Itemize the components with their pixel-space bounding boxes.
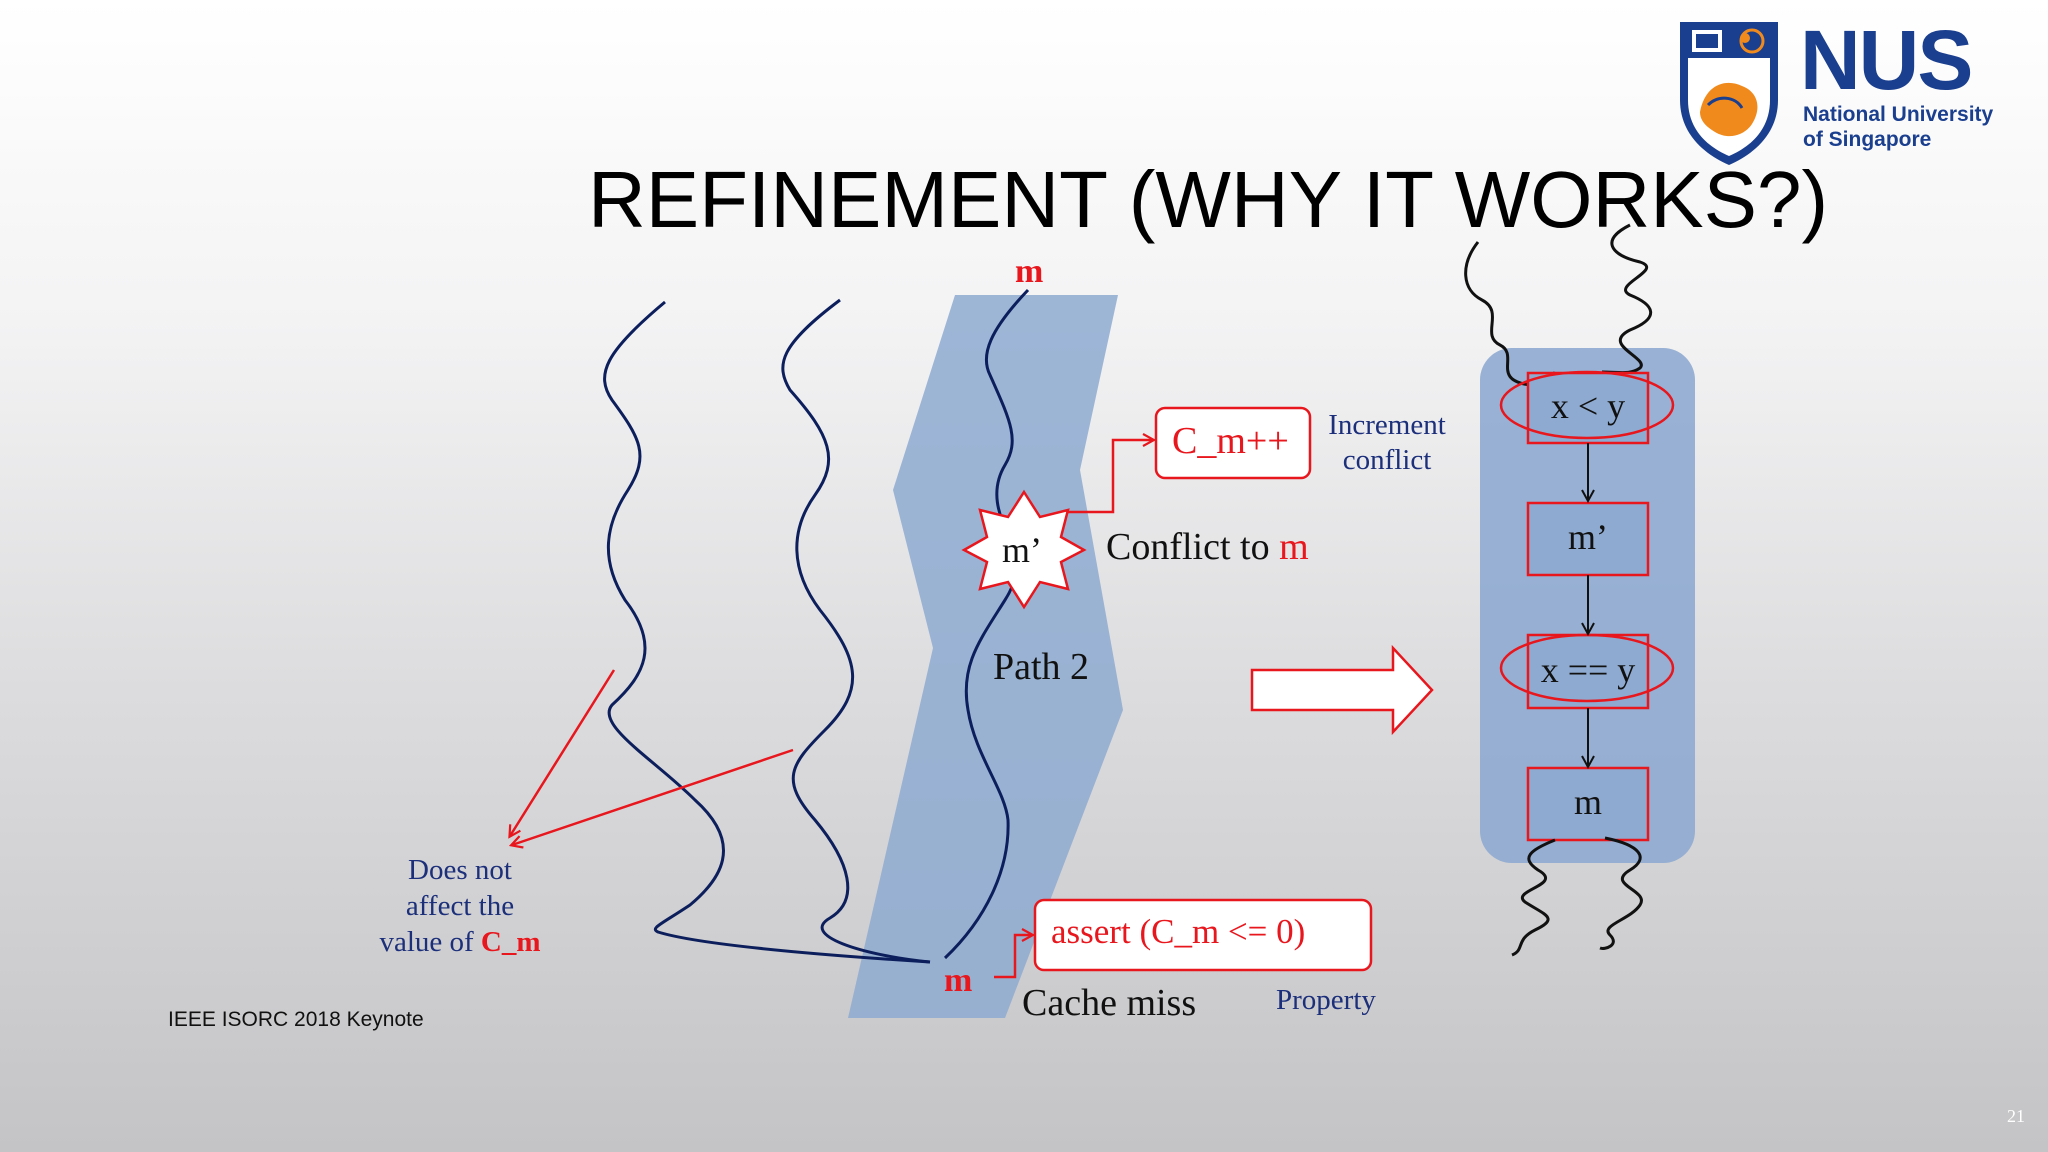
does-not-line-3-prefix: value of (379, 926, 481, 958)
counter-box (1154, 406, 1312, 480)
assert-connector (994, 935, 1032, 979)
does-not-affect-label: Does not affect the value of C_m (350, 852, 570, 960)
incoming-squiggle-2 (1601, 223, 1653, 375)
flow-node-label: m (1573, 782, 1602, 822)
m-top-label: m (1015, 253, 1044, 290)
nus-crest-icon (1680, 22, 1778, 165)
cache-miss-label: Cache miss (1022, 982, 1197, 1024)
assert-box-label: assert (C_m <= 0) (1051, 912, 1306, 951)
does-not-line-1: Does not (408, 854, 512, 886)
page-number: 21 (2007, 1106, 2025, 1126)
increment-conflict-label: Increment conflict (1312, 408, 1462, 478)
flow-node-box (1526, 766, 1650, 842)
path-label: Path 2 (993, 646, 1090, 688)
slide-footer: IEEE ISORC 2018 Keynote (168, 1008, 424, 1031)
conflict-label-prefix: Conflict to (1106, 526, 1280, 568)
flow-node-label: x < y (1550, 386, 1626, 426)
outgoing-squiggle-2 (1599, 836, 1643, 950)
no-effect-arrow-2 (512, 748, 794, 845)
slide-title: REFINEMENT (WHY IT WORKS?) (588, 155, 1829, 244)
logo-subtitle: National University of Singapore (1803, 102, 2023, 152)
property-label: Property (1276, 984, 1376, 1016)
execution-path-2 (781, 298, 931, 964)
refinement-arrow (1250, 644, 1434, 736)
logo-subtitle-line-1: National University (1803, 103, 1994, 126)
conflict-label-target: m (1279, 526, 1309, 568)
flow-node-label: x == y (1540, 650, 1636, 690)
c-m-variable: C_m (480, 926, 541, 958)
outgoing-squiggle-1 (1511, 838, 1556, 957)
execution-path-1 (603, 300, 931, 964)
counter-box-label: C_m++ (1172, 420, 1289, 462)
logo-wordmark: NUS (1800, 13, 1973, 107)
conflict-star (961, 489, 1087, 610)
conflict-label: Conflict to m (1106, 528, 1309, 566)
no-effect-arrow-1 (510, 669, 616, 836)
does-not-line-2: affect the (405, 890, 515, 922)
flow-node-label: m’ (1568, 517, 1608, 557)
conflict-connector (1068, 440, 1153, 514)
nus-logo: NUS National University of Singapore (1670, 18, 2010, 168)
assert-box (1033, 898, 1373, 972)
m-prime-label: m’ (1002, 530, 1042, 570)
highlight-ellipse (1499, 370, 1675, 440)
increment-line-1: Increment (1328, 409, 1446, 441)
does-not-line-3: value of C_m (350, 924, 570, 960)
path-2-band (848, 295, 1123, 1018)
logo-subtitle-line-2: of Singapore (1803, 128, 1932, 151)
m-bottom-label: m (944, 962, 973, 999)
increment-line-2: conflict (1342, 444, 1432, 476)
flow-node-box (1526, 501, 1650, 577)
